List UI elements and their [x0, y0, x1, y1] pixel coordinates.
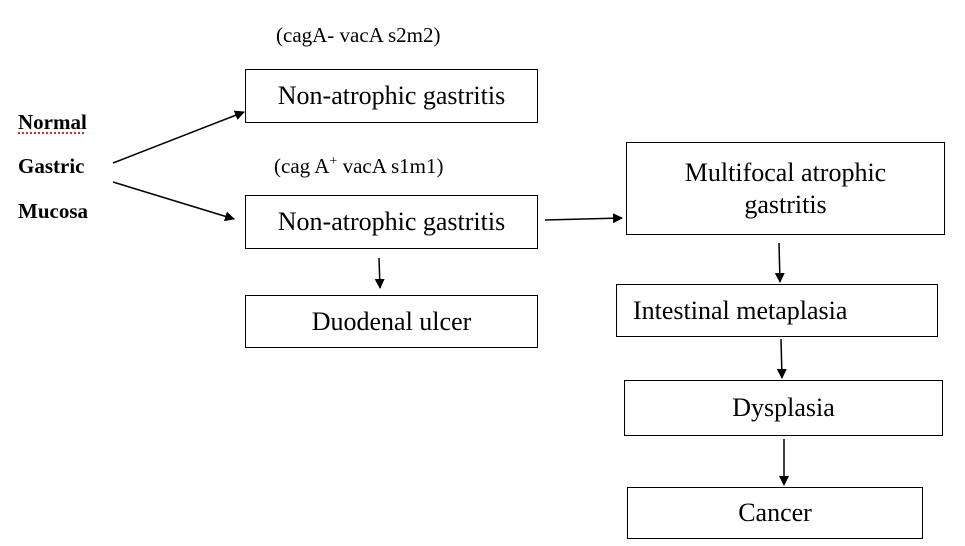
box-cancer-text: Cancer [738, 498, 812, 528]
box-dysplasia: Dysplasia [624, 380, 943, 436]
strain-label-top: (cagA- vacA s2m2) [276, 23, 441, 47]
box-cancer: Cancer [627, 487, 923, 539]
strain-mid-superscript: + [329, 154, 338, 169]
arrow-mucosa-to-top-gastritis [112, 110, 245, 164]
normal-label: Normal [18, 110, 87, 134]
gastric-label: Gastric [18, 154, 85, 178]
arrow-mid-gastritis-to-duodenal-ulcer [374, 257, 385, 289]
arrow-multifocal-to-intestinal [774, 242, 785, 283]
box-duodenal-ulcer: Duodenal ulcer [245, 295, 538, 348]
strain-mid-suffix: vacA s1m1) [337, 154, 444, 178]
box-duodenal-ulcer-text: Duodenal ulcer [311, 306, 472, 336]
strain-label-mid: (cag A+ vacA s1m1) [274, 154, 444, 178]
box-multifocal-line1: Multifocal atrophic [684, 158, 887, 188]
mucosa-label: Mucosa [18, 199, 88, 223]
box-non-atrophic-top-text: Non-atrophic gastritis [277, 81, 506, 111]
box-non-atrophic-gastritis-top: Non-atrophic gastritis [245, 69, 538, 123]
box-non-atrophic-gastritis-mid: Non-atrophic gastritis [245, 195, 538, 249]
arrow-mucosa-to-mid-gastritis [112, 181, 235, 222]
arrow-mid-gastritis-to-multifocal [544, 213, 623, 224]
box-multifocal-atrophic-gastritis: Multifocal atrophic gastritis [626, 142, 945, 235]
arrow-intestinal-to-dysplasia [776, 338, 787, 379]
strain-mid-prefix: (cag A [274, 154, 330, 178]
box-dysplasia-text: Dysplasia [732, 393, 835, 423]
box-multifocal-text: Multifocal atrophic gastritis [685, 157, 886, 219]
box-multifocal-line2: gastritis [744, 189, 827, 219]
box-non-atrophic-mid-text: Non-atrophic gastritis [277, 207, 506, 237]
box-intestinal-metaplasia-text: Intestinal metaplasia [633, 295, 848, 325]
box-intestinal-metaplasia: Intestinal metaplasia [616, 284, 938, 337]
